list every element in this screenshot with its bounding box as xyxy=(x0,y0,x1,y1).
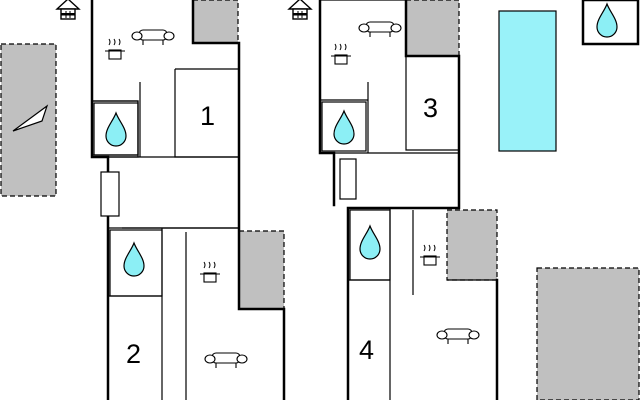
sofa-icon xyxy=(436,328,480,345)
cooking-pot-icon xyxy=(419,244,441,266)
bathroom-unit-3 xyxy=(321,101,367,152)
terrace-mid-unit2 xyxy=(238,230,285,310)
terrace-top-unit1 xyxy=(192,0,239,44)
terrace-unit4 xyxy=(446,209,498,281)
water-drop-icon xyxy=(359,225,381,260)
water-drop-icon xyxy=(333,110,355,145)
terrace-bottom-right xyxy=(536,267,640,400)
unit-2-number: 2 xyxy=(126,339,141,369)
stairs-left xyxy=(100,171,120,217)
bathroom-unit-4 xyxy=(349,209,391,281)
building-left-walls xyxy=(90,0,286,400)
cooking-pot-icon xyxy=(104,38,126,60)
sofa-icon xyxy=(131,29,175,46)
terrace-top-unit3 xyxy=(405,0,460,57)
terrace-arrow-marker xyxy=(12,104,49,132)
sofa-icon xyxy=(358,21,402,38)
water-drop-icon xyxy=(123,242,145,277)
house-entrance-icon xyxy=(288,0,312,20)
stairs-right xyxy=(339,158,357,200)
cooking-pot-icon xyxy=(199,261,221,283)
unit-1-number: 1 xyxy=(200,101,215,131)
cooking-pot-icon xyxy=(330,43,352,65)
water-drop-icon xyxy=(105,112,127,147)
house-entrance-icon xyxy=(56,0,80,20)
unit-3-walls xyxy=(320,0,459,154)
bathroom-unit-2 xyxy=(109,229,163,297)
sofa-icon xyxy=(204,352,248,369)
pool xyxy=(498,10,557,152)
unit-4-number: 4 xyxy=(359,335,374,365)
unit-3-number: 3 xyxy=(423,93,438,123)
